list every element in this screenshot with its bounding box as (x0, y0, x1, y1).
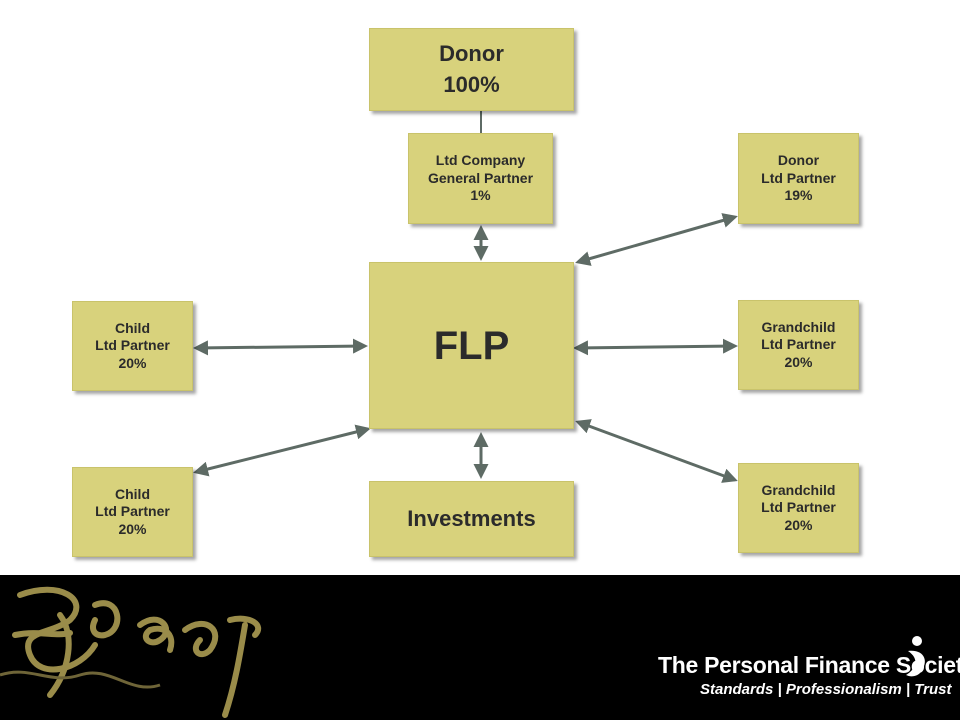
child1-flp-arrow (193, 338, 368, 356)
child-ltd-partner-box-1: Child Ltd Partner 20% (72, 301, 193, 391)
grandchild2-label: Grandchild (761, 481, 836, 498)
investments-label: Investments (407, 505, 536, 531)
grandchild-ltd-partner-box-2: Grandchild Ltd Partner 20% (738, 463, 859, 553)
grandchild2-share: 20% (784, 516, 813, 533)
connector-arrows (193, 111, 738, 483)
grandchild1-label: Grandchild (761, 318, 836, 335)
ltd-company-role: General Partner (427, 169, 534, 186)
child2-label: Child (115, 485, 150, 502)
ltd-company-label: Ltd Company (435, 152, 526, 169)
donor-top-label: Donor (439, 40, 504, 66)
donor-ltd-flp-arrow (575, 213, 738, 266)
donor-ltd-label: Donor (777, 152, 820, 169)
ltd-company-share: 1% (470, 187, 491, 204)
society-tagline: Standards | Professionalism | Trust (700, 681, 952, 698)
donor-ltd-partner-box: Donor Ltd Partner 19% (738, 133, 859, 224)
grandchild1-role: Ltd Partner (761, 336, 836, 353)
donor-top-share: 100% (443, 71, 500, 97)
investments-box: Investments (369, 481, 574, 557)
grandchild1-share: 20% (784, 353, 813, 370)
ltd-company-box: Ltd Company General Partner 1% (408, 133, 553, 224)
donor-100-box: Donor 100% (369, 28, 574, 111)
child1-role: Ltd Partner (95, 337, 170, 354)
grandchild2-flp-arrow (575, 419, 738, 483)
grandchild2-role: Ltd Partner (761, 499, 836, 516)
donor-ltd-role: Ltd Partner (761, 169, 836, 186)
expect-script-logo-icon (0, 586, 262, 718)
grandchild1-flp-arrow (573, 338, 738, 356)
child-ltd-partner-box-2: Child Ltd Partner 20% (72, 467, 193, 557)
child2-share: 20% (118, 520, 147, 537)
grandchild-ltd-partner-box-1: Grandchild Ltd Partner 20% (738, 300, 859, 390)
donor-ltd-share: 19% (784, 187, 813, 204)
flp-label: FLP (433, 323, 510, 368)
child1-share: 20% (118, 354, 147, 371)
child2-flp-arrow (193, 424, 371, 477)
person-icon (906, 636, 925, 677)
child1-label: Child (115, 319, 150, 336)
flp-box: FLP (369, 262, 574, 429)
footer-band: The Personal Finance Society Standards |… (0, 575, 960, 720)
child2-role: Ltd Partner (95, 503, 170, 520)
